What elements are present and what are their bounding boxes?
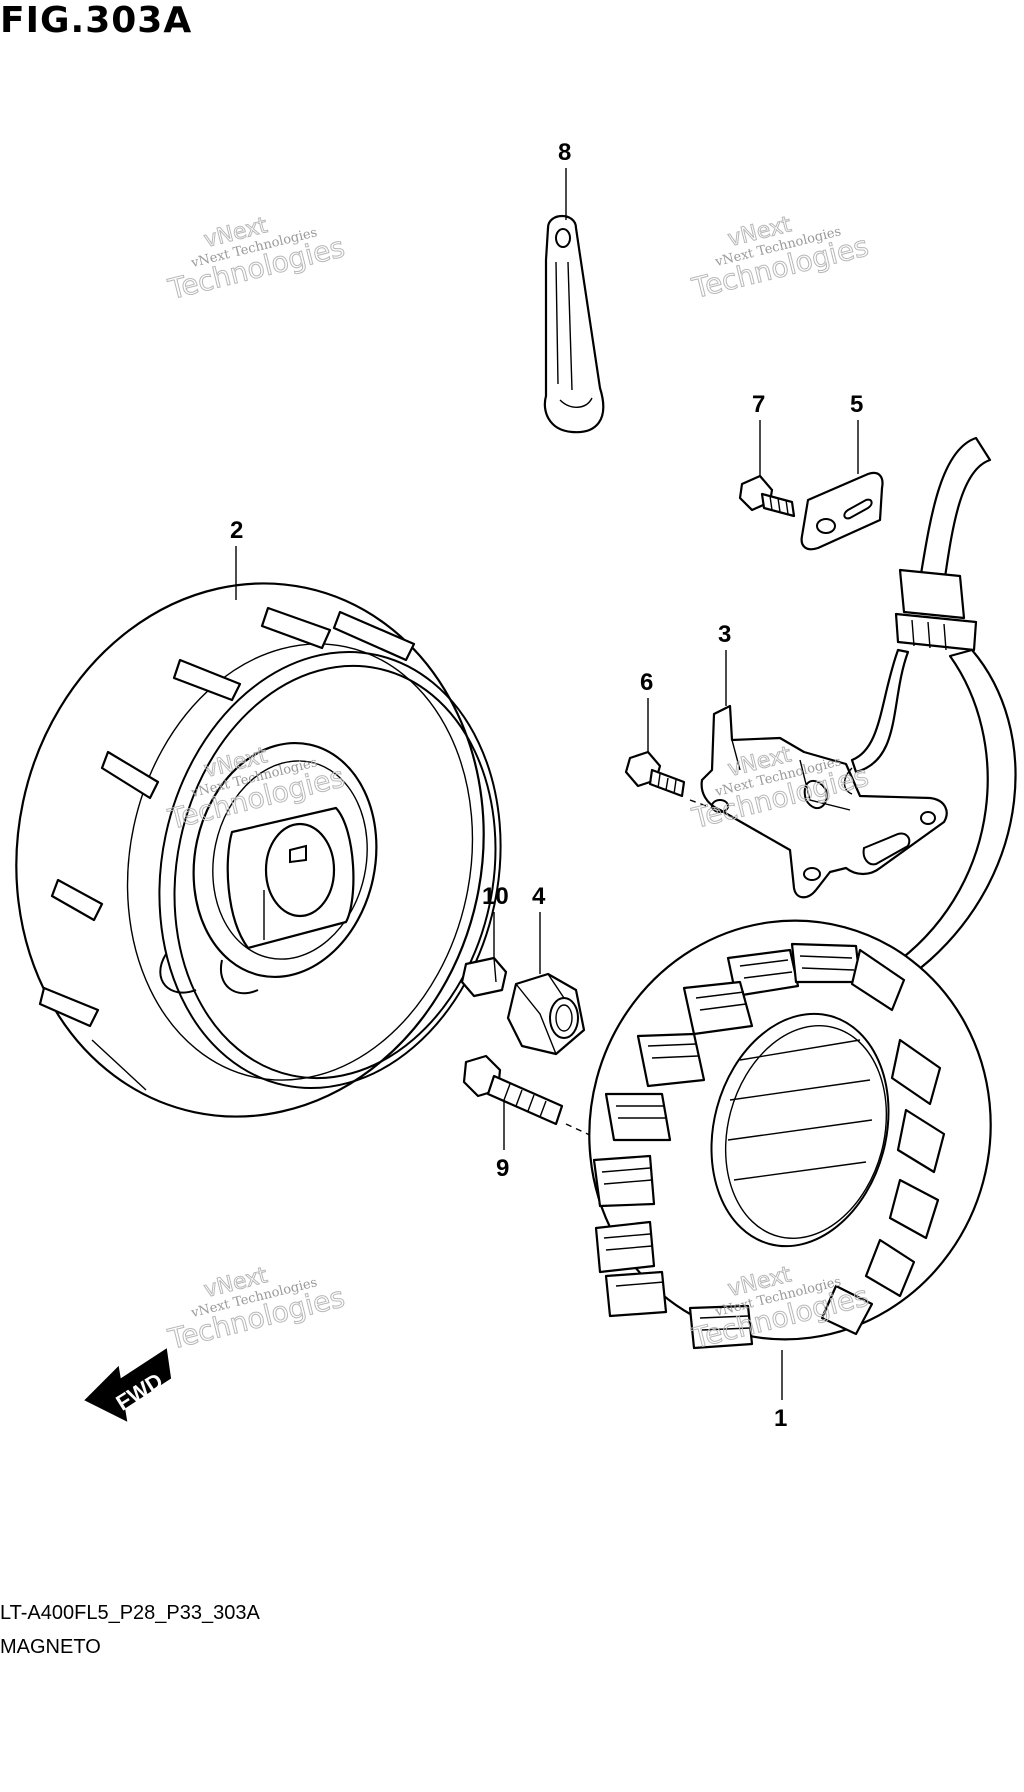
callout-6: 6 [640, 669, 653, 696]
callout-1: 1 [774, 1405, 787, 1432]
part-9-bolt [462, 1054, 593, 1150]
callout-3: 3 [718, 621, 731, 648]
part-4-nut [506, 912, 586, 1056]
part-10-key [460, 912, 508, 998]
part-6-bolt [624, 698, 713, 809]
section-name: MAGNETO [0, 1636, 101, 1658]
watermark-5: vNext vNext Technologies Technologies [164, 1263, 348, 1357]
model-code: LT-A400FL5_P28_P33_303A [0, 1602, 260, 1624]
callout-10: 10 [482, 883, 509, 910]
callout-4: 4 [532, 883, 546, 910]
callout-8: 8 [558, 139, 571, 166]
part-7-bolt [738, 420, 796, 518]
watermark-2: vNext vNext Technologies Technologies [688, 212, 872, 306]
part-5-plate [800, 420, 884, 551]
callout-9: 9 [496, 1155, 509, 1182]
fwd-arrow: FWD [84, 1348, 172, 1422]
part-8-clamp [543, 168, 605, 434]
part-1-stator [588, 919, 992, 1400]
watermark-1: vNext vNext Technologies Technologies [164, 213, 348, 307]
callout-5: 5 [850, 391, 863, 418]
figure-title: FIG.303A [0, 0, 193, 41]
part-2-rotor [15, 546, 502, 1118]
callout-7: 7 [752, 391, 765, 418]
part-3-pickup-coil [700, 650, 948, 899]
callout-2: 2 [230, 517, 243, 544]
